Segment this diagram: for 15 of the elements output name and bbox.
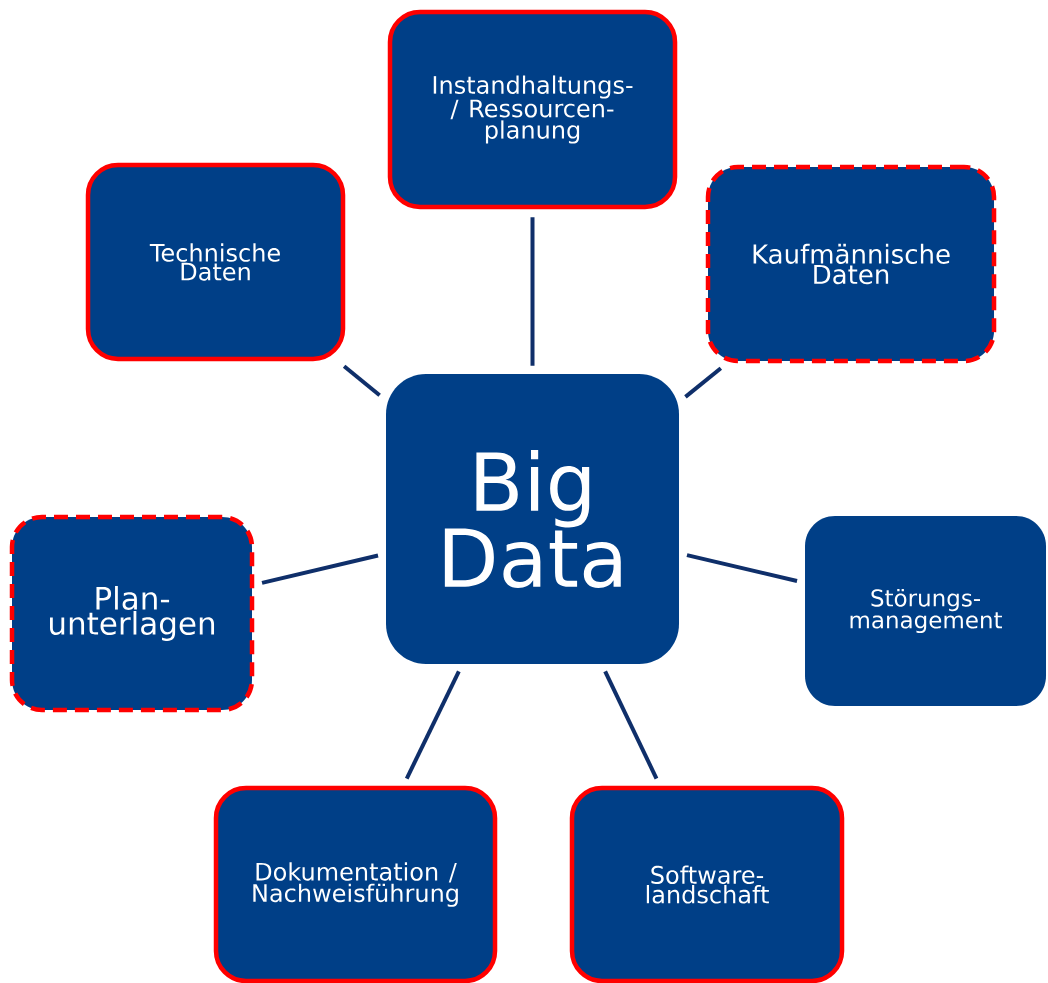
topic-box: Dokumentation / Nachweisführung [213,785,498,983]
connector-line [404,670,461,780]
connector-line [530,217,535,366]
topic-box: Plan- unterlagen [9,514,255,713]
connector-line [342,364,381,397]
connector-line [686,553,798,583]
connector-line [603,670,659,780]
topic-box: Technische Daten [85,162,346,362]
topic-box: Kaufmännische Daten [705,164,997,364]
connector-line [261,553,379,585]
topic-box: Störungs- management [805,516,1046,706]
topic-box: Software- landschaft [569,785,845,983]
connector-line [684,366,723,399]
topic-box: Instandhaltungs- / Ressourcen- planung [387,9,678,210]
big-data-box: Big Data [386,374,679,664]
